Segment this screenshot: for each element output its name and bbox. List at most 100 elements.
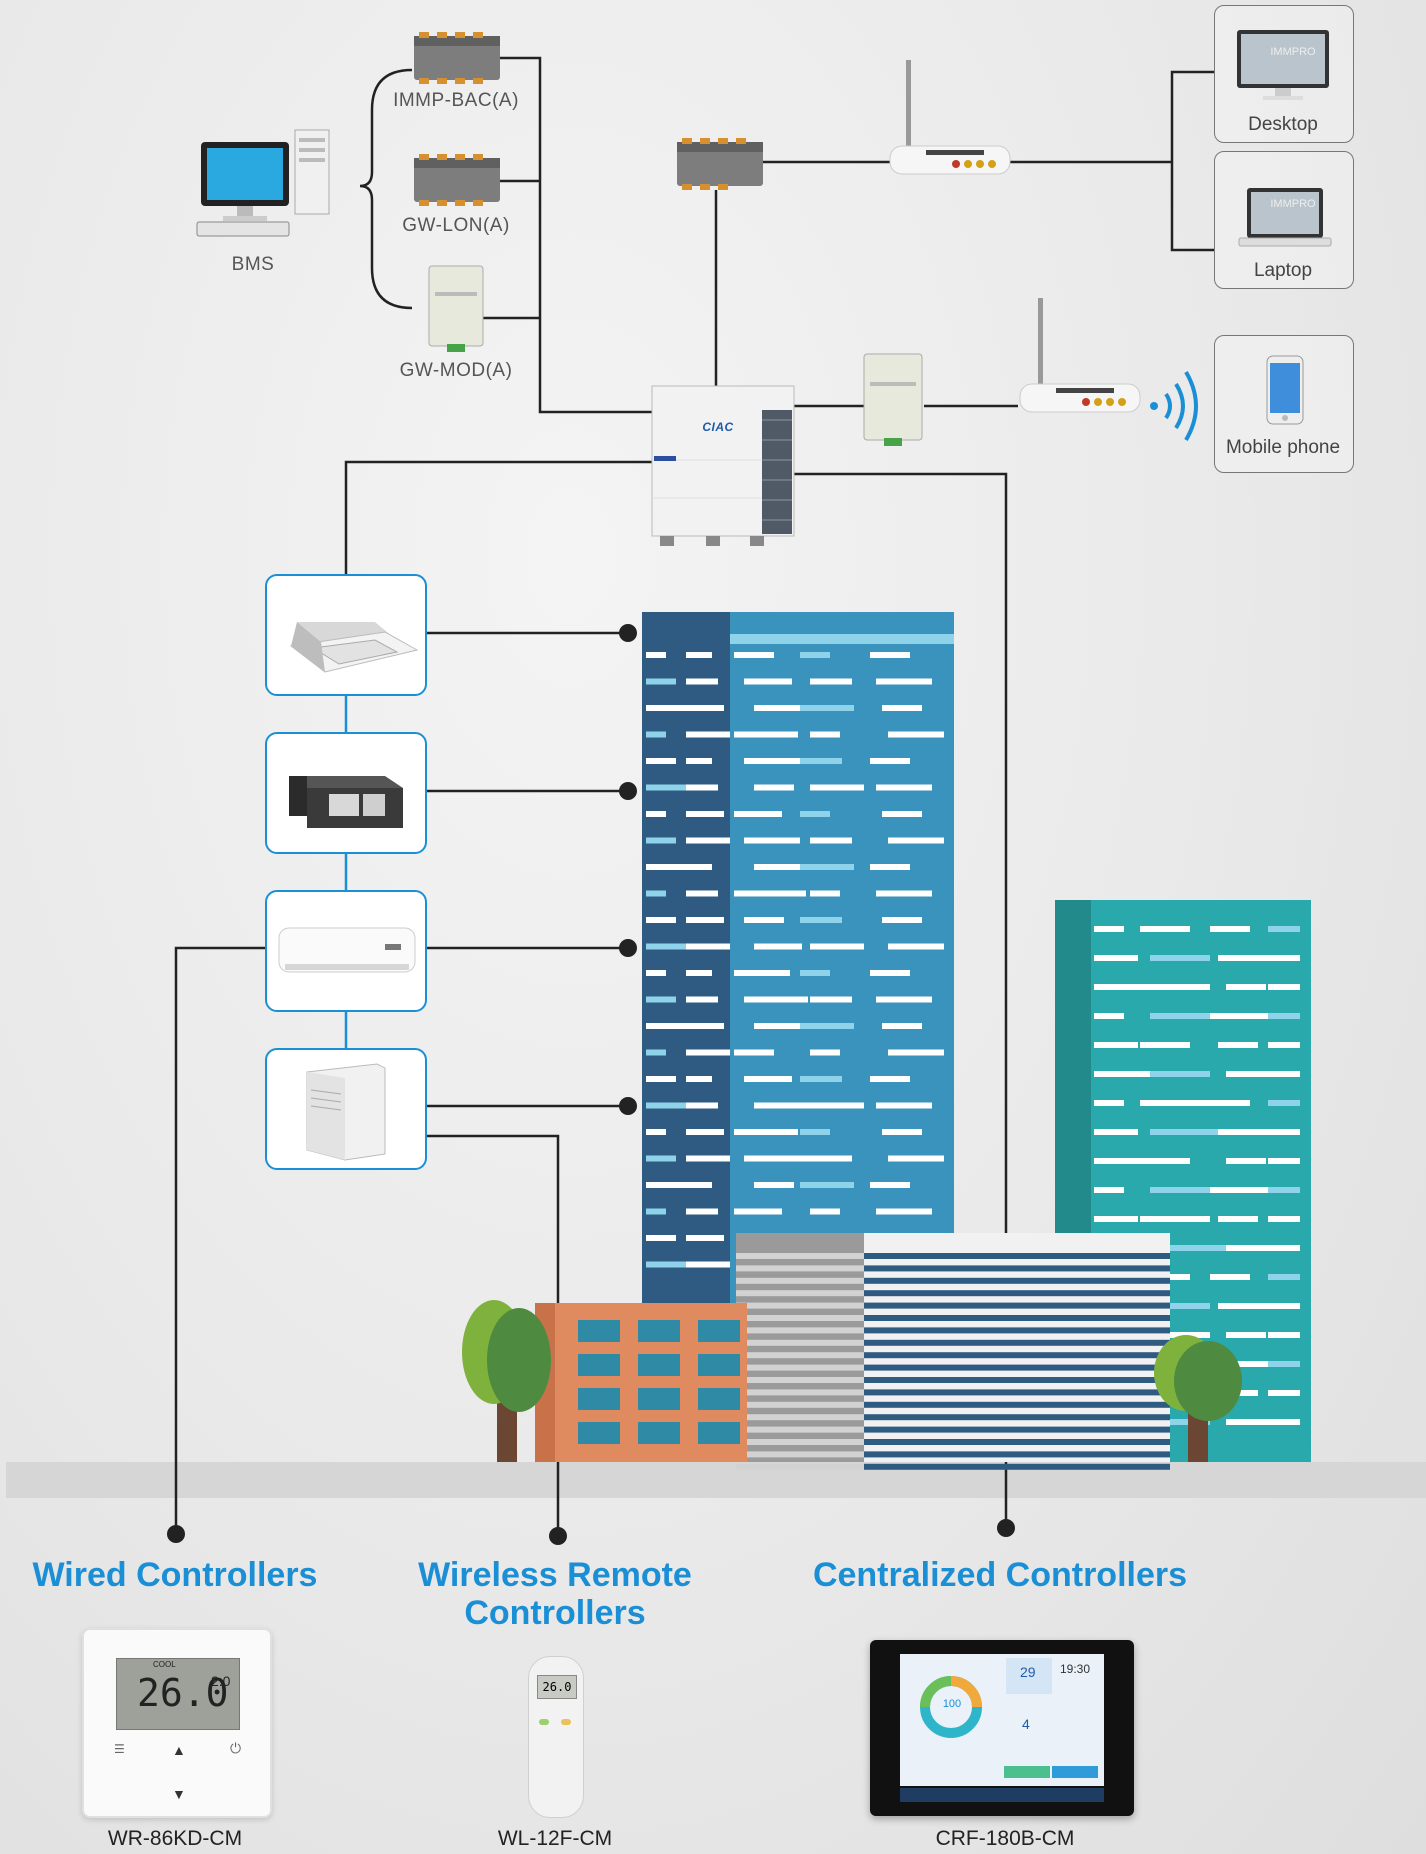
teal-window [1210,1013,1270,1019]
wireless-title-line2: Controllers [464,1594,646,1632]
mobile-phone-card[interactable]: Mobile phone [1214,335,1354,473]
tower-window [882,917,922,923]
idu-floor-console[interactable] [265,1048,427,1170]
tower-window [734,1129,798,1135]
tower-window [800,758,842,764]
centralized-controller-image: 100 29 19:30 4 [870,1640,1134,1816]
teal-window [1268,1042,1300,1048]
orange-window [638,1320,680,1342]
teal-window [1218,1129,1278,1135]
orange-window [698,1422,740,1444]
tower-window [646,917,676,923]
bms-computer-icon [196,129,330,237]
tower-window [686,970,712,976]
tower-window [870,970,910,976]
tower-window [686,943,730,950]
tower-window [646,996,676,1003]
teal-window [1140,1100,1210,1106]
central-nav-bar [900,1788,1104,1802]
idu-duct[interactable] [265,732,427,854]
building-stripe [736,1426,864,1433]
tower-window [686,678,718,685]
orange-window [638,1354,680,1376]
teal-window [1210,1100,1250,1106]
tower-window [646,1155,676,1162]
teal-window [1094,955,1138,961]
teal-window [1094,1216,1138,1222]
tower-window [734,970,790,976]
tower-window [810,1102,864,1109]
central-screen: 100 29 19:30 4 [900,1654,1104,1786]
tower-window [876,1102,932,1109]
wifi-router-icon [1019,298,1141,413]
desktop-card[interactable]: IMMPRO Desktop [1214,5,1354,143]
tower-window [800,1023,854,1029]
building-stripe [864,1339,1170,1346]
wired-lcd-small: 2.0 [211,1673,231,1689]
orange-window [698,1388,740,1410]
centralized-controllers-title: Centralized Controllers [812,1556,1188,1594]
wired-controller-image: COOL 26.0 2.0 ▲ ▼ ⏻ ☰ [82,1628,272,1818]
teal-window [1268,1158,1300,1164]
central-count: 4 [1022,1716,1030,1732]
tower-window [800,917,842,923]
tower-window [876,890,932,897]
tower-window [734,811,782,817]
teal-window [1268,1332,1300,1338]
tower-window [646,811,666,817]
desktop-label: Desktop [1248,114,1318,135]
menu-icon: ☰ [114,1742,125,1756]
building-stripe [864,1315,1170,1321]
tower-window [744,758,816,764]
tower-window [646,890,666,897]
tower-window [810,837,852,844]
tower-window [744,837,800,844]
router-icon [889,60,1011,175]
teal-window [1140,1042,1190,1048]
tower-window [810,784,864,791]
power-icon: ⏻ [230,1740,242,1756]
tower-window [686,1129,724,1135]
city-illustration [462,612,1311,1470]
tower-window [686,784,718,791]
mobile-phone-label: Mobile phone [1225,437,1341,458]
wifi-gateway-icon [863,353,923,446]
desktop-icon [1237,30,1329,100]
idu-wall-mounted[interactable] [265,890,427,1012]
tower-window [870,1182,910,1188]
tower-window [686,1261,730,1268]
tower-window [882,1129,922,1135]
wireless-title-line1: Wireless Remote [418,1556,692,1594]
gateway-brace [359,68,413,310]
up-arrow-icon: ▲ [172,1742,186,1758]
tower-window [686,1076,712,1082]
gateway-bus-line [500,56,652,414]
idu-4-dot [619,1097,637,1115]
teal-window [1268,1129,1300,1135]
desktop-screen-text: IMMPRO [1270,46,1316,58]
orange-window [698,1354,740,1376]
tower-window [882,705,922,711]
tower-window [646,652,666,658]
teal-window [1094,984,1152,990]
idu-cassette[interactable] [265,574,427,696]
laptop-card[interactable]: IMMPRO Laptop [1214,151,1354,289]
wired-lcd: COOL 26.0 2.0 [116,1658,240,1730]
building-stripe [736,1364,864,1371]
tower-window [734,731,798,738]
teal-window [1210,1187,1270,1193]
building-stripe [864,1414,1170,1421]
teal-window [1094,1013,1124,1019]
tower-window [744,917,784,923]
building-stripe [736,1463,864,1470]
teal-window [1140,926,1190,932]
central-date-panel [1006,1658,1052,1694]
immp-bac-label: IMMP-BAC(A) [393,90,519,111]
tower-stripe [730,634,954,644]
tower-window [646,864,686,870]
teal-window [1140,984,1210,990]
tower-window [800,1182,854,1188]
tower-window [686,1049,730,1056]
teal-window [1268,1071,1300,1077]
